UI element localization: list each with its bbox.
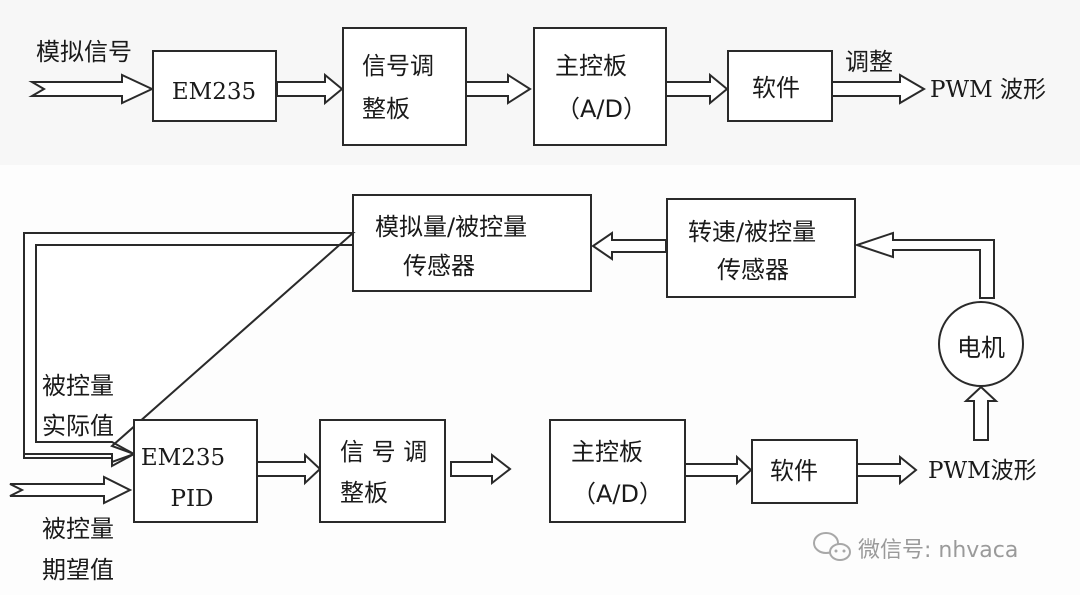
desired-value-label-line2: 期望值	[42, 556, 114, 584]
top-em235-block	[152, 50, 277, 122]
bottom-em235-pid-block	[133, 419, 258, 523]
bottom-desired-input-arrow	[9, 475, 133, 505]
bottom-signal-board-line2: 整板	[340, 479, 388, 507]
top-input-arrow	[28, 73, 155, 105]
top-diagram: 模拟信号 EM235 信号调 整板 主控板 （A/D） 软件	[28, 27, 1046, 146]
bottom-signal-board-block	[319, 419, 446, 523]
bottom-main-board-line2: （A/D）	[572, 480, 663, 508]
bottom-signal-board-line1: 信 号 调	[340, 438, 427, 466]
bottom-speed-sensor-line2: 传感器	[717, 256, 789, 284]
bottom-software-block	[751, 439, 858, 504]
desired-value-label-line1: 被控量	[42, 515, 114, 543]
bottom-arrow-main-to-software	[684, 454, 753, 486]
bottom-main-board-line1: 主控板	[571, 438, 643, 466]
motor-label: 电机	[957, 334, 1005, 362]
top-adjust-label: 调整	[845, 48, 893, 76]
top-input-label: 模拟信号	[36, 38, 132, 66]
top-arrow-software-to-pwm	[831, 73, 926, 105]
bottom-speed-sensor-block	[666, 198, 856, 298]
bottom-pwm-label: PWM波形	[928, 458, 1037, 484]
bottom-feedback-loop-outer	[23, 232, 353, 468]
top-signal-board-block	[342, 27, 467, 146]
bottom-arrow-speed-to-analog-sensor	[591, 231, 667, 261]
top-arrow-signal-to-main	[465, 73, 532, 105]
bottom-analog-sensor-line1: 模拟量/被控量	[375, 213, 527, 241]
top-arrow-main-to-software	[665, 72, 729, 106]
top-main-board-line1: 主控板	[555, 52, 627, 80]
bottom-software-label: 软件	[770, 457, 818, 485]
bottom-em235-pid-line1: EM235	[141, 445, 225, 471]
bottom-analog-sensor-line2: 传感器	[403, 252, 475, 280]
bottom-arrow-motor-to-speed-sensor	[853, 231, 995, 299]
top-main-board-block	[533, 27, 667, 146]
wechat-icon	[813, 532, 851, 561]
bottom-arrow-signal-to-main	[450, 452, 512, 486]
top-main-board-line2: （A/D）	[556, 95, 647, 123]
bottom-em235-pid-line2: PID	[170, 486, 213, 512]
top-arrow-em235-to-signal	[276, 72, 344, 106]
bottom-analog-sensor-block	[352, 194, 592, 292]
top-signal-board-line2: 整板	[362, 95, 410, 123]
top-pwm-label: PWM 波形	[930, 77, 1046, 103]
top-signal-board-line1: 信号调	[362, 52, 434, 80]
bottom-arrow-pid-to-signal	[256, 452, 322, 486]
bottom-diagram: 模拟量/被控量 传感器 转速/被控量 传感器 电机 被控量 实际值	[9, 194, 1037, 584]
watermark: 微信号: nhvaca	[813, 532, 1018, 563]
top-software-label: 软件	[752, 74, 800, 102]
watermark-text: 微信号: nhvaca	[858, 538, 1018, 563]
bottom-arrow-software-to-pwm	[856, 454, 918, 486]
actual-value-label-line1: 被控量	[42, 372, 114, 400]
bottom-arrow-pwm-to-motor	[963, 385, 999, 441]
top-em235-label: EM235	[172, 79, 256, 105]
bottom-speed-sensor-line1: 转速/被控量	[688, 218, 816, 246]
bottom-main-board-block	[549, 419, 686, 523]
actual-value-label-line2: 实际值	[42, 412, 114, 440]
bottom-feedback-loop-inner	[35, 244, 353, 455]
top-software-block	[727, 50, 833, 122]
